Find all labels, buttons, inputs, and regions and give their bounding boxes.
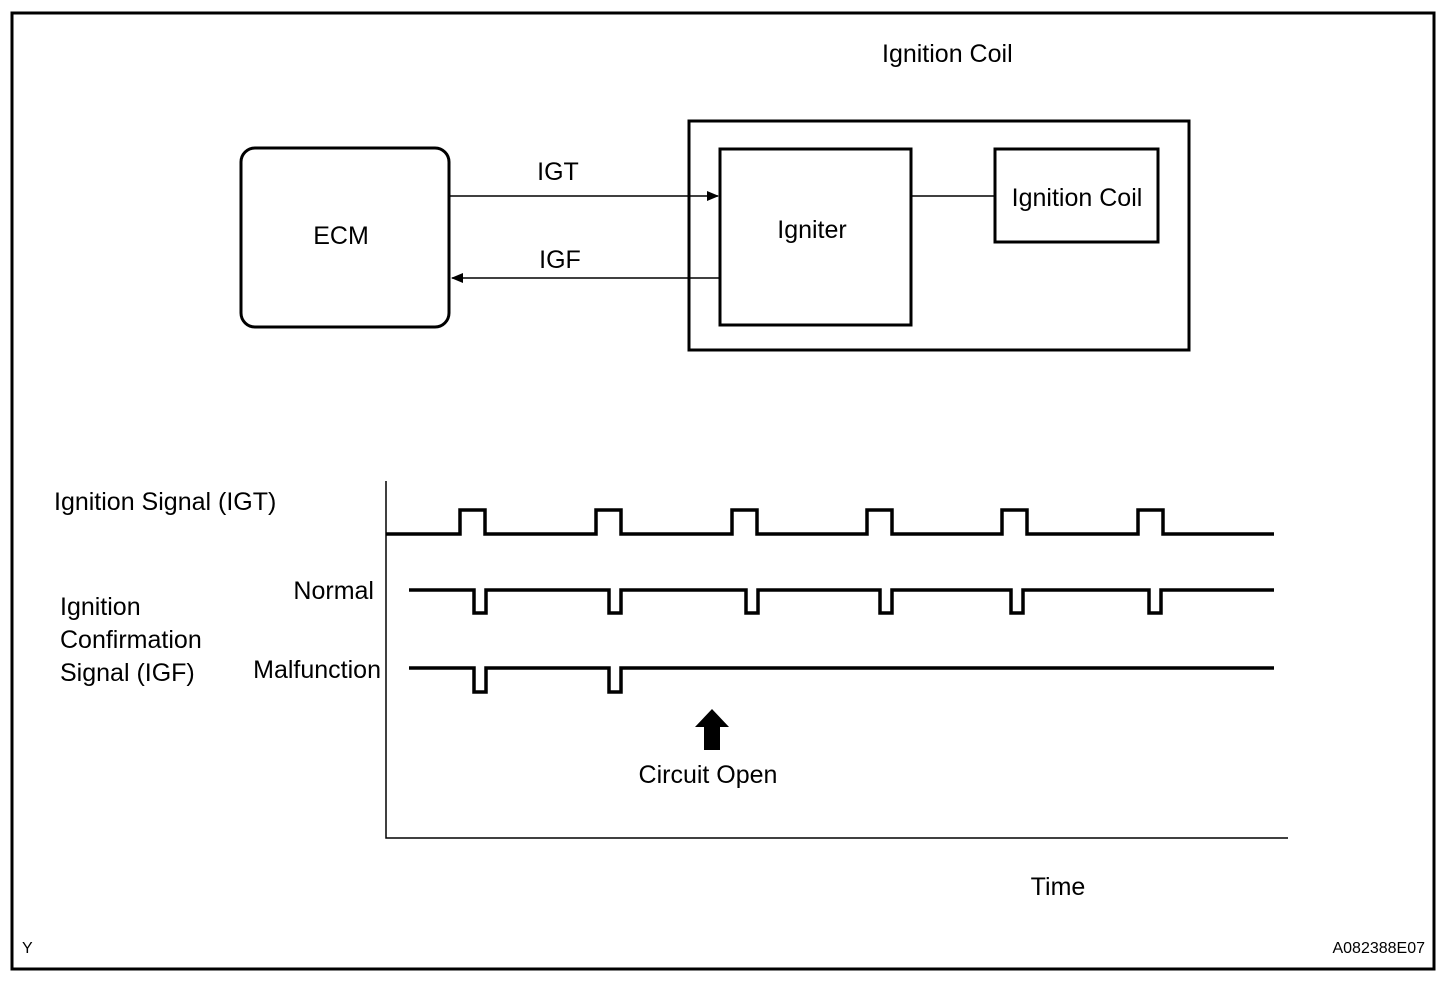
igniter-box <box>718 147 913 327</box>
figure-border <box>10 11 1436 971</box>
timing-chart-axes <box>385 481 1288 839</box>
igf-row-label-line-1: Ignition <box>60 593 141 621</box>
ecm-box <box>239 146 451 329</box>
ecm-label: ECM <box>313 222 369 250</box>
igt-waveform <box>386 508 1274 536</box>
circuit-open-label: Circuit Open <box>639 761 778 789</box>
igniter-label: Igniter <box>777 216 846 244</box>
igt-line-label: IGT <box>537 158 579 186</box>
igf-normal-waveform <box>409 588 1274 615</box>
igt-row-label: Ignition Signal (IGT) <box>54 488 276 516</box>
ignition-coil-group-title: Ignition Coil <box>882 40 1013 68</box>
figure-code: A082388E07 <box>1332 940 1425 957</box>
igf-row-label-line-2: Confirmation <box>60 626 202 654</box>
corner-mark-left: Y <box>22 940 33 957</box>
malfunction-label: Malfunction <box>253 656 381 684</box>
circuit-open-arrow-icon <box>695 709 729 750</box>
normal-label: Normal <box>293 577 374 605</box>
igf-malfunction-waveform <box>409 666 1274 694</box>
time-axis-label: Time <box>1031 873 1086 901</box>
igf-line-label: IGF <box>539 246 581 274</box>
ignition-coil-label: Ignition Coil <box>1012 184 1143 212</box>
ignition-coil-box <box>993 147 1160 244</box>
igf-row-label-line-3: Signal (IGF) <box>60 659 195 687</box>
